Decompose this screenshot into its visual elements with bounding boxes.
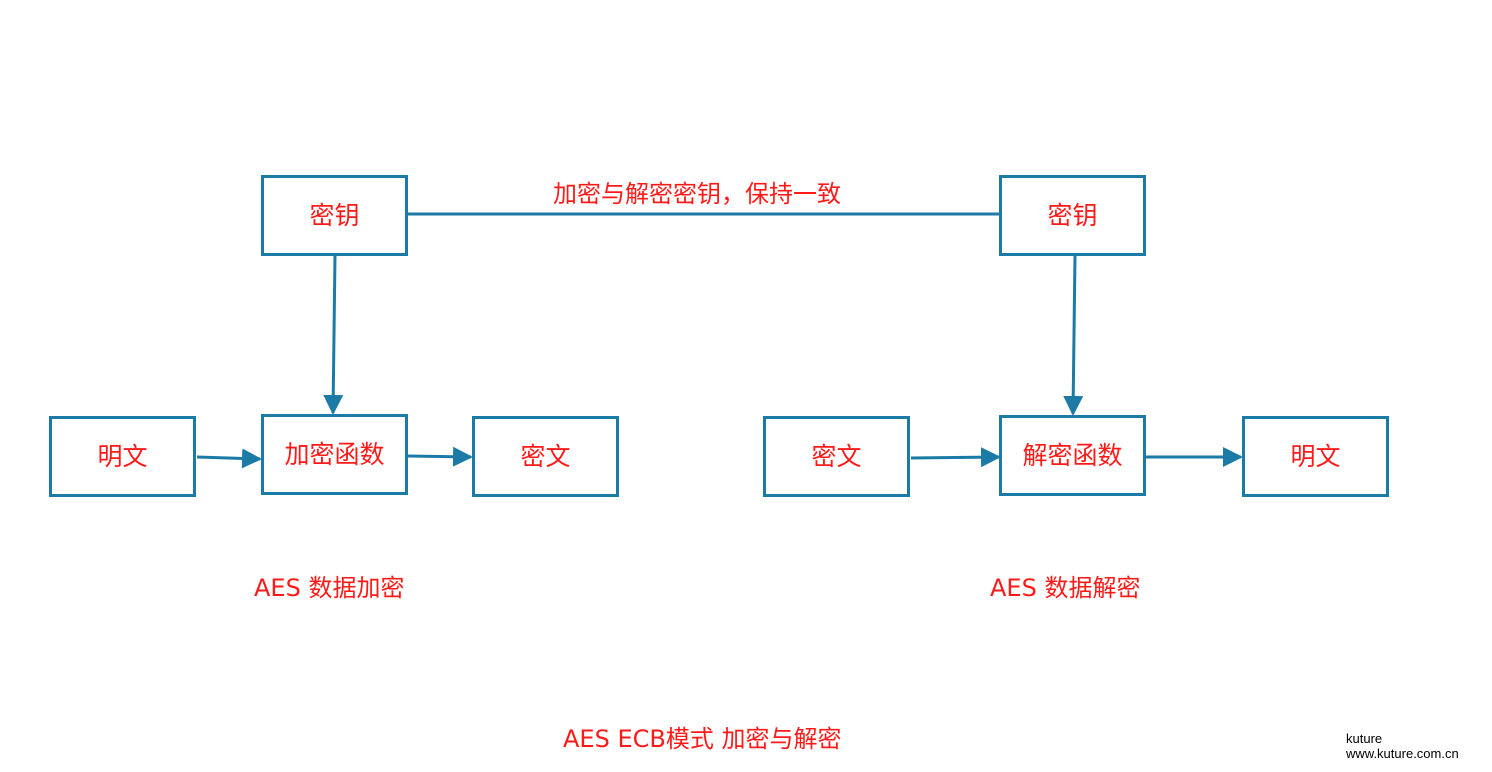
decrypt-key-box: 密钥 xyxy=(999,175,1146,256)
decrypt-key-label: 密钥 xyxy=(1047,201,1098,230)
encrypt-key-arrow xyxy=(323,254,344,415)
watermark: kuture www.kuture.com.cn xyxy=(1346,731,1459,762)
diagram-title: AES ECB模式 加密与解密 xyxy=(563,725,842,753)
decrypt-plaintext-label: 明文 xyxy=(1290,442,1341,471)
watermark-line-1: kuture xyxy=(1346,731,1383,746)
decrypt-key-arrow xyxy=(1063,254,1084,416)
decrypt-plaintext-box: 明文 xyxy=(1242,416,1389,497)
watermark-line-2: www.kuture.com.cn xyxy=(1346,745,1459,761)
encrypt-function-label: 加密函数 xyxy=(284,440,385,469)
encrypt-key-box: 密钥 xyxy=(261,175,408,256)
encrypt-function-box: 加密函数 xyxy=(261,414,408,495)
decrypt-ciphertext-arrow xyxy=(910,447,1001,468)
encrypt-ciphertext-label: 密文 xyxy=(520,442,571,471)
encrypt-plaintext-arrow xyxy=(196,448,262,469)
decrypt-caption: AES 数据解密 xyxy=(990,574,1141,602)
encrypt-plaintext-label: 明文 xyxy=(97,442,148,471)
key-link-label: 加密与解密密钥，保持一致 xyxy=(553,180,841,208)
encrypt-ciphertext-box: 密文 xyxy=(472,416,619,497)
decrypt-ciphertext-box: 密文 xyxy=(763,416,910,497)
encrypt-plaintext-box: 明文 xyxy=(49,416,196,497)
decrypt-function-box: 解密函数 xyxy=(999,415,1146,496)
decrypt-ciphertext-label: 密文 xyxy=(811,442,862,471)
encrypt-caption: AES 数据加密 xyxy=(254,574,405,602)
decrypt-function-label: 解密函数 xyxy=(1022,441,1123,470)
encrypt-output-arrow xyxy=(407,446,473,467)
encrypt-key-label: 密钥 xyxy=(309,201,360,230)
